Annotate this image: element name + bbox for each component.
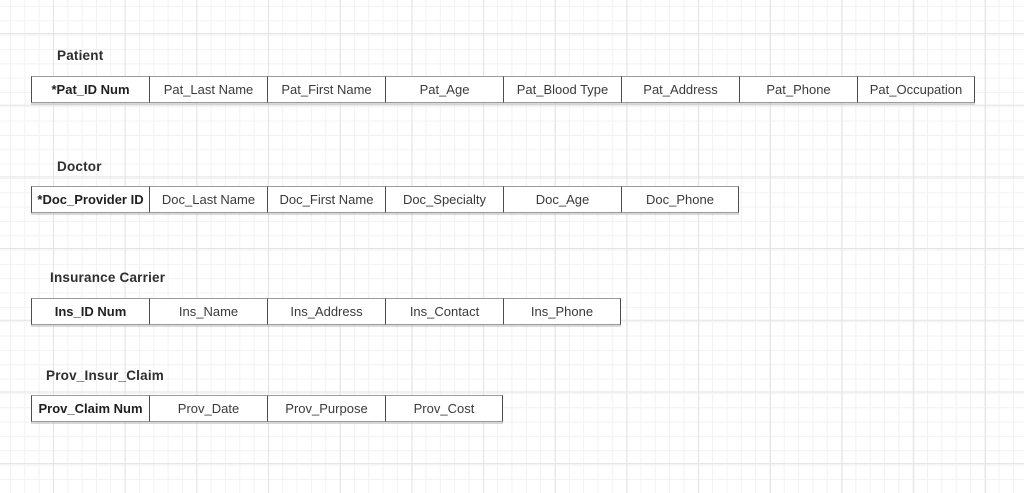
field-cell-pat-blood-type[interactable]: Pat_Blood Type <box>503 76 621 103</box>
field-cell-prov-cost[interactable]: Prov_Cost <box>385 395 503 422</box>
field-cell-ins-id-num[interactable]: Ins_ID Num <box>31 298 149 325</box>
field-cell-pat-occupation[interactable]: Pat_Occupation <box>857 76 975 103</box>
field-cell-ins-contact[interactable]: Ins_Contact <box>385 298 503 325</box>
field-cell-ins-address[interactable]: Ins_Address <box>267 298 385 325</box>
field-cell-doc-age[interactable]: Doc_Age <box>503 186 621 213</box>
entity-title-prov-insur-claim[interactable]: Prov_Insur_Claim <box>46 368 164 383</box>
field-cell-doc-first-name[interactable]: Doc_First Name <box>267 186 385 213</box>
field-cell-pat-address[interactable]: Pat_Address <box>621 76 739 103</box>
field-cell-pat-last-name[interactable]: Pat_Last Name <box>149 76 267 103</box>
field-cell-pat-phone[interactable]: Pat_Phone <box>739 76 857 103</box>
field-cell-pat-age[interactable]: Pat_Age <box>385 76 503 103</box>
field-cell-ins-name[interactable]: Ins_Name <box>149 298 267 325</box>
field-cell-prov-date[interactable]: Prov_Date <box>149 395 267 422</box>
entity-title-doctor[interactable]: Doctor <box>57 159 102 174</box>
field-cell-ins-phone[interactable]: Ins_Phone <box>503 298 621 325</box>
field-cell-doc-provider-id[interactable]: *Doc_Provider ID <box>31 186 149 213</box>
entity-title-patient[interactable]: Patient <box>57 48 104 63</box>
field-cell-prov-claim-num[interactable]: Prov_Claim Num <box>31 395 149 422</box>
field-cell-doc-specialty[interactable]: Doc_Specialty <box>385 186 503 213</box>
entity-title-insurance-carrier[interactable]: Insurance Carrier <box>50 270 166 285</box>
field-cell-prov-purpose[interactable]: Prov_Purpose <box>267 395 385 422</box>
field-cell-doc-phone[interactable]: Doc_Phone <box>621 186 739 213</box>
field-cell-pat-id-num[interactable]: *Pat_ID Num <box>31 76 149 103</box>
field-cell-pat-first-name[interactable]: Pat_First Name <box>267 76 385 103</box>
field-cell-doc-last-name[interactable]: Doc_Last Name <box>149 186 267 213</box>
